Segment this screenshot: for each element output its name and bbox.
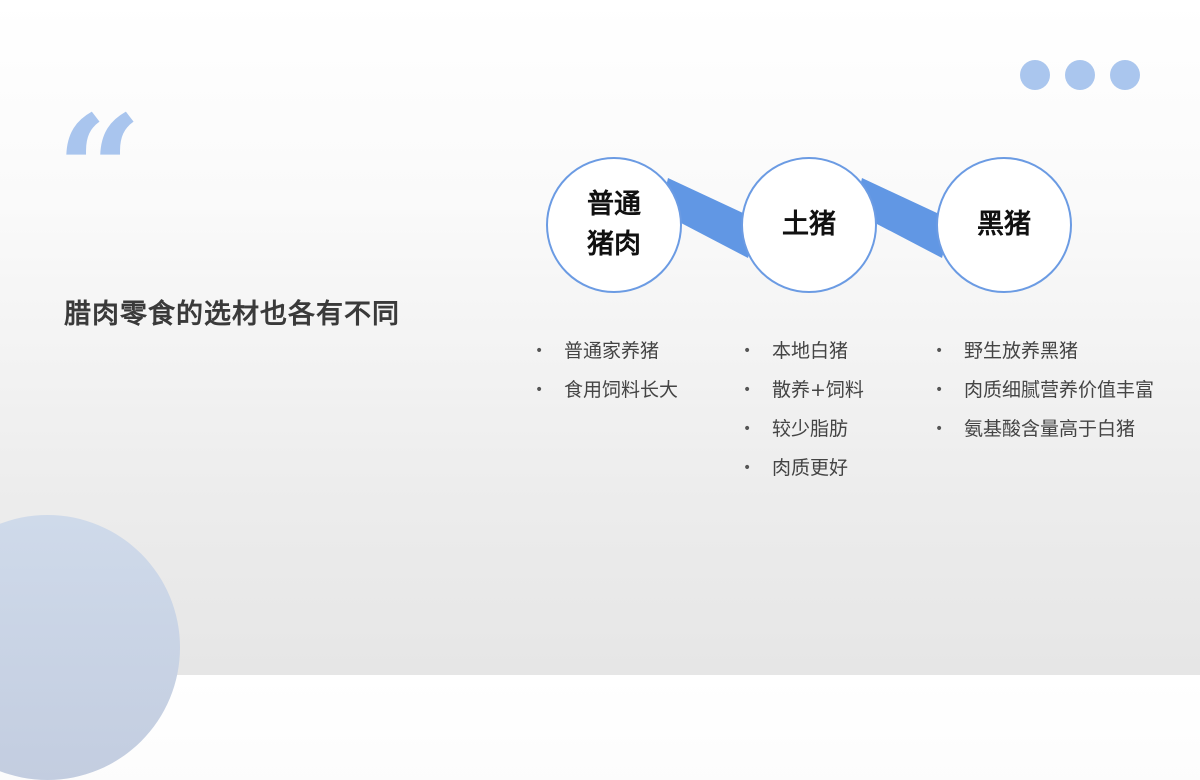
node-label: 普通猪肉: [587, 189, 641, 260]
list-item: 散养+饲料: [743, 377, 864, 416]
list-item: 肉质细腻营养价值丰富: [935, 377, 1154, 416]
connectors: [660, 178, 952, 258]
quote-mark-icon: “: [56, 83, 142, 259]
slide-title: 腊肉零食的选材也各有不同: [64, 299, 400, 330]
dot-icon: [1020, 60, 1050, 90]
list-regular-pork: 普通家养猪 食用饲料长大: [535, 338, 678, 416]
node-regular-pork: 普通猪肉: [546, 157, 682, 293]
dot-icon: [1065, 60, 1095, 90]
node-label: 黑猪: [977, 209, 1031, 240]
dots-decoration: [1020, 60, 1140, 90]
list-item: 野生放养黑猪: [935, 338, 1154, 377]
list-item: 本地白猪: [743, 338, 864, 377]
list-black-pig: 野生放养黑猪 肉质细腻营养价值丰富 氨基酸含量高于白猪: [935, 338, 1154, 455]
node-label: 土猪: [782, 209, 836, 240]
list-item: 氨基酸含量高于白猪: [935, 416, 1154, 455]
dot-icon: [1110, 60, 1140, 90]
list-item: 肉质更好: [743, 455, 864, 494]
node-local-pig: 土猪: [741, 157, 877, 293]
node-black-pig: 黑猪: [936, 157, 1072, 293]
connector-1-2: [660, 178, 758, 258]
list-item: 较少脂肪: [743, 416, 864, 455]
connector-2-3: [854, 178, 952, 258]
list-local-pig: 本地白猪 散养+饲料 较少脂肪 肉质更好: [743, 338, 864, 494]
list-item: 食用饲料长大: [535, 377, 678, 416]
list-item: 普通家养猪: [535, 338, 678, 377]
